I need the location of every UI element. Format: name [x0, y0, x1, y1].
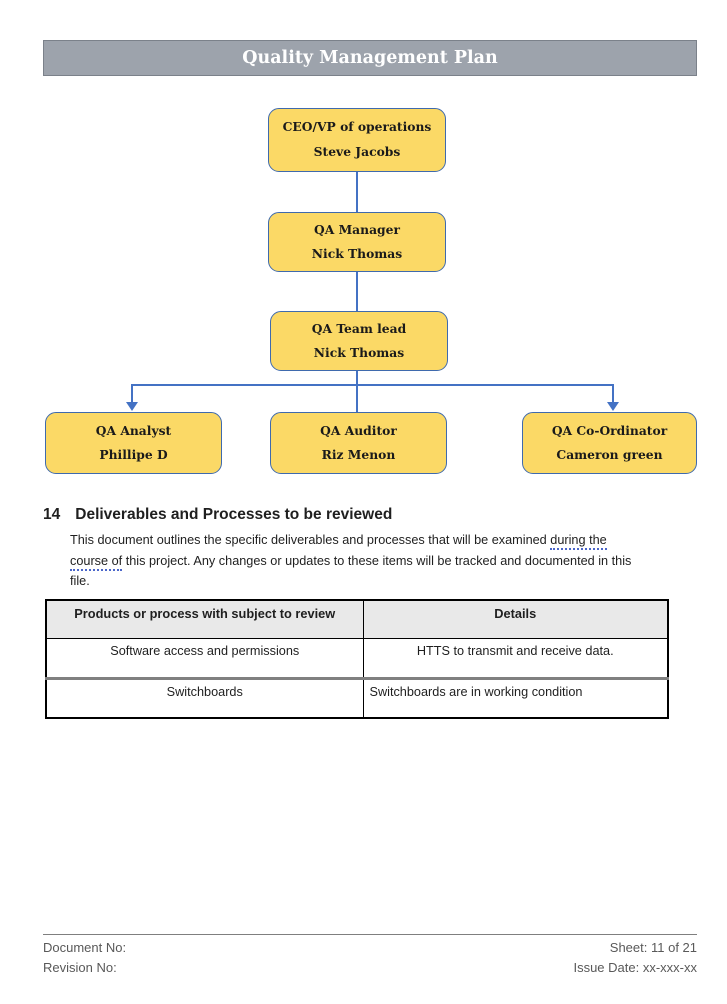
paragraph-line: This document outlines the specific deli…	[70, 530, 700, 551]
footer-document-no: Document No:	[43, 940, 127, 955]
arrow-down-icon	[126, 402, 138, 411]
connector-teamlead-stem	[356, 371, 358, 385]
org-node-person: Cameron green	[556, 446, 663, 462]
org-node-person: Nick Thomas	[311, 245, 403, 261]
org-node-role: QA Manager	[314, 222, 400, 238]
arrow-down-icon	[607, 402, 619, 411]
table-row: Software access and permissions HTTS to …	[45, 637, 669, 679]
section-number: 14	[43, 506, 61, 523]
org-node-qa-coordinator: QA Co-Ordinator Cameron green	[522, 412, 697, 474]
paragraph-line: course of this project. Any changes or u…	[70, 551, 700, 572]
section-heading: 14 Deliverables and Processes to be revi…	[43, 506, 392, 524]
org-node-ceo: CEO/VP of operations Steve Jacobs	[268, 108, 446, 172]
connector-ceo-manager	[356, 172, 358, 212]
org-node-person: Nick Thomas	[313, 344, 405, 360]
connector-drop-center	[356, 384, 358, 412]
section-title: Deliverables and Processes to be reviewe…	[75, 506, 393, 523]
paragraph-text: this project. Any changes or updates to …	[122, 553, 632, 568]
review-table: Products or process with subject to revi…	[45, 599, 669, 719]
paragraph-text: file.	[70, 574, 90, 588]
table-header-products: Products or process with subject to revi…	[45, 599, 364, 639]
org-node-role: QA Co-Ordinator	[551, 422, 668, 438]
grammar-flagged-text: during the	[550, 533, 607, 550]
page-title: Quality Management Plan	[242, 48, 498, 68]
connector-drop-right	[612, 384, 614, 403]
org-node-qa-analyst: QA Analyst Phillipe D	[45, 412, 222, 474]
org-node-role: QA Team lead	[311, 321, 407, 337]
table-cell-product: Software access and permissions	[45, 637, 364, 679]
connector-manager-teamlead	[356, 272, 358, 311]
org-node-person: Steve Jacobs	[313, 144, 401, 160]
connector-horizontal	[131, 384, 613, 386]
table-header-details: Details	[362, 599, 669, 639]
org-node-person: Phillipe D	[99, 446, 168, 462]
footer-divider	[43, 934, 697, 935]
table-cell-detail: HTTS to transmit and receive data.	[362, 637, 669, 679]
footer-revision-no: Revision No:	[43, 959, 117, 975]
connector-drop-left	[131, 384, 133, 403]
paragraph-text: This document outlines the specific deli…	[70, 533, 551, 547]
org-node-qa-manager: QA Manager Nick Thomas	[268, 212, 446, 272]
org-node-person: Riz Menon	[321, 446, 396, 462]
org-node-qa-team-lead: QA Team lead Nick Thomas	[270, 311, 448, 371]
table-row: Switchboards Switchboards are in working…	[45, 676, 669, 719]
table-cell-detail: Switchboards are in working condition	[362, 676, 669, 719]
header-banner: Quality Management Plan	[43, 40, 697, 76]
grammar-flagged-text: course of	[70, 553, 123, 571]
footer-right-block: Sheet: 11 of 21 Issue Date: xx-xxx-xx	[397, 938, 697, 977]
footer-issue-date: Issue Date: xx-xxx-xx	[573, 959, 697, 975]
footer-sheet: Sheet: 11 of 21	[609, 940, 697, 955]
org-node-role: QA Auditor	[320, 422, 397, 438]
paragraph-line: file.	[70, 571, 700, 592]
table-cell-product: Switchboards	[45, 676, 364, 719]
org-node-role: QA Analyst	[95, 422, 172, 438]
org-node-qa-auditor: QA Auditor Riz Menon	[270, 412, 447, 474]
footer-left-block: Document No: Revision No:	[43, 938, 126, 977]
org-node-role: CEO/VP of operations	[282, 119, 432, 135]
table-header-row: Products or process with subject to revi…	[45, 599, 669, 639]
body-paragraph: This document outlines the specific deli…	[70, 530, 700, 592]
